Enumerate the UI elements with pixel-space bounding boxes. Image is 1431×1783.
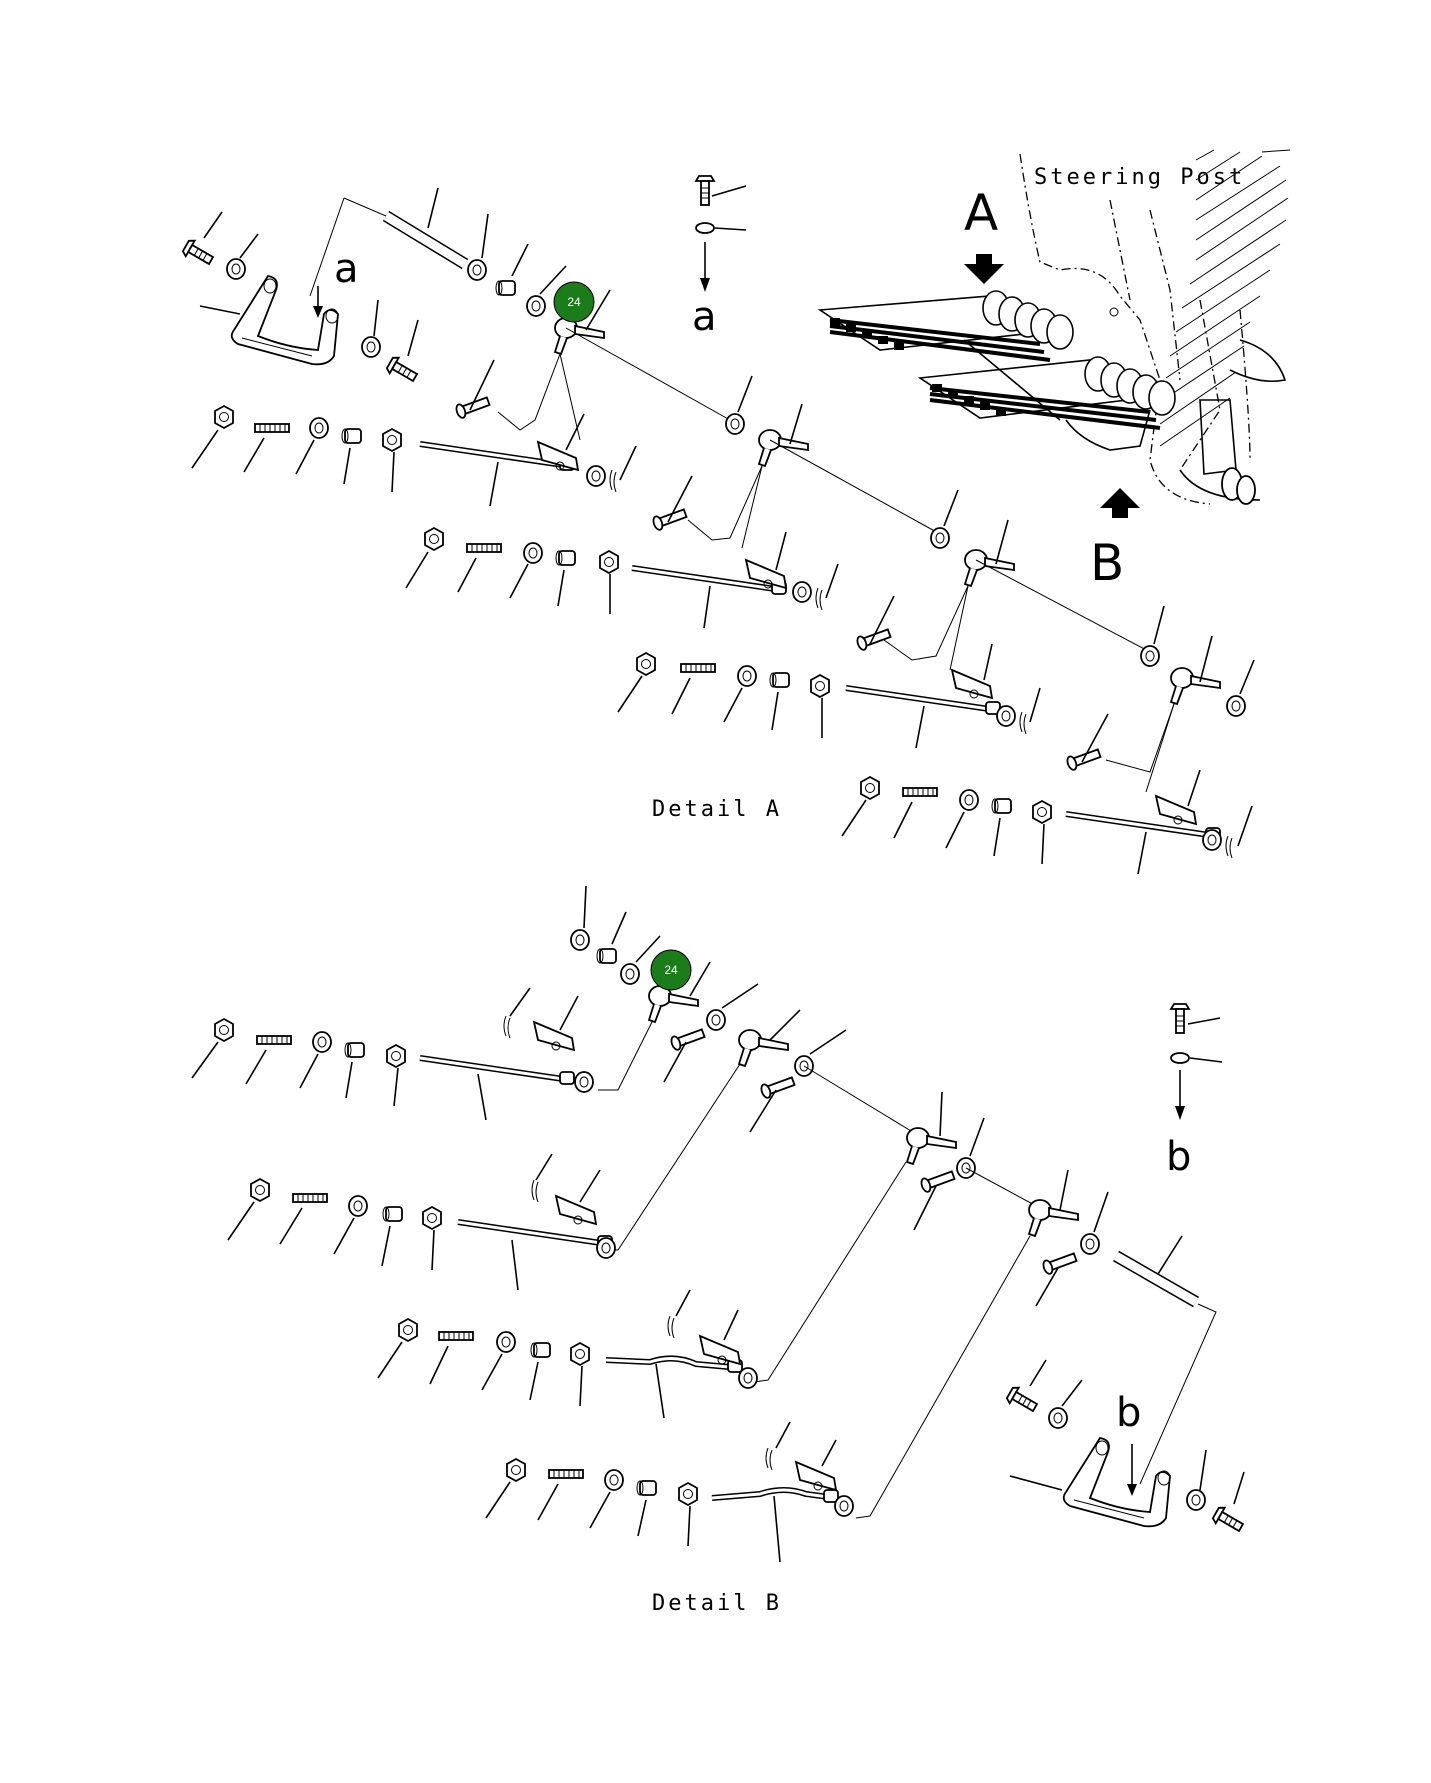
ref-a-label-bolt: a	[692, 294, 717, 340]
ref-b-label-bolt: b	[1166, 1134, 1191, 1180]
view-a-label: A	[964, 184, 998, 242]
callout-number: 24	[567, 295, 581, 309]
detail-b-assembly	[191, 885, 1247, 1563]
detail-a-label: Detail A	[652, 797, 782, 822]
detail-a-assembly	[180, 175, 1255, 875]
detail-b-label: Detail B	[652, 1591, 782, 1616]
callout-24-detail-a[interactable]: 24	[553, 281, 595, 323]
view-arrow-b	[1100, 488, 1140, 518]
callout-24-detail-b[interactable]: 24	[650, 949, 692, 991]
view-arrow-a	[964, 254, 1004, 284]
steering-post-label: Steering Post	[1034, 165, 1245, 190]
ref-b-label-pedal: b	[1116, 1390, 1141, 1436]
ref-a-label-pedal: a	[334, 246, 359, 292]
view-b-label: B	[1090, 534, 1124, 592]
callout-number: 24	[664, 963, 678, 977]
steering-post-view	[817, 149, 1291, 518]
pedal-bank-b	[917, 356, 1176, 451]
